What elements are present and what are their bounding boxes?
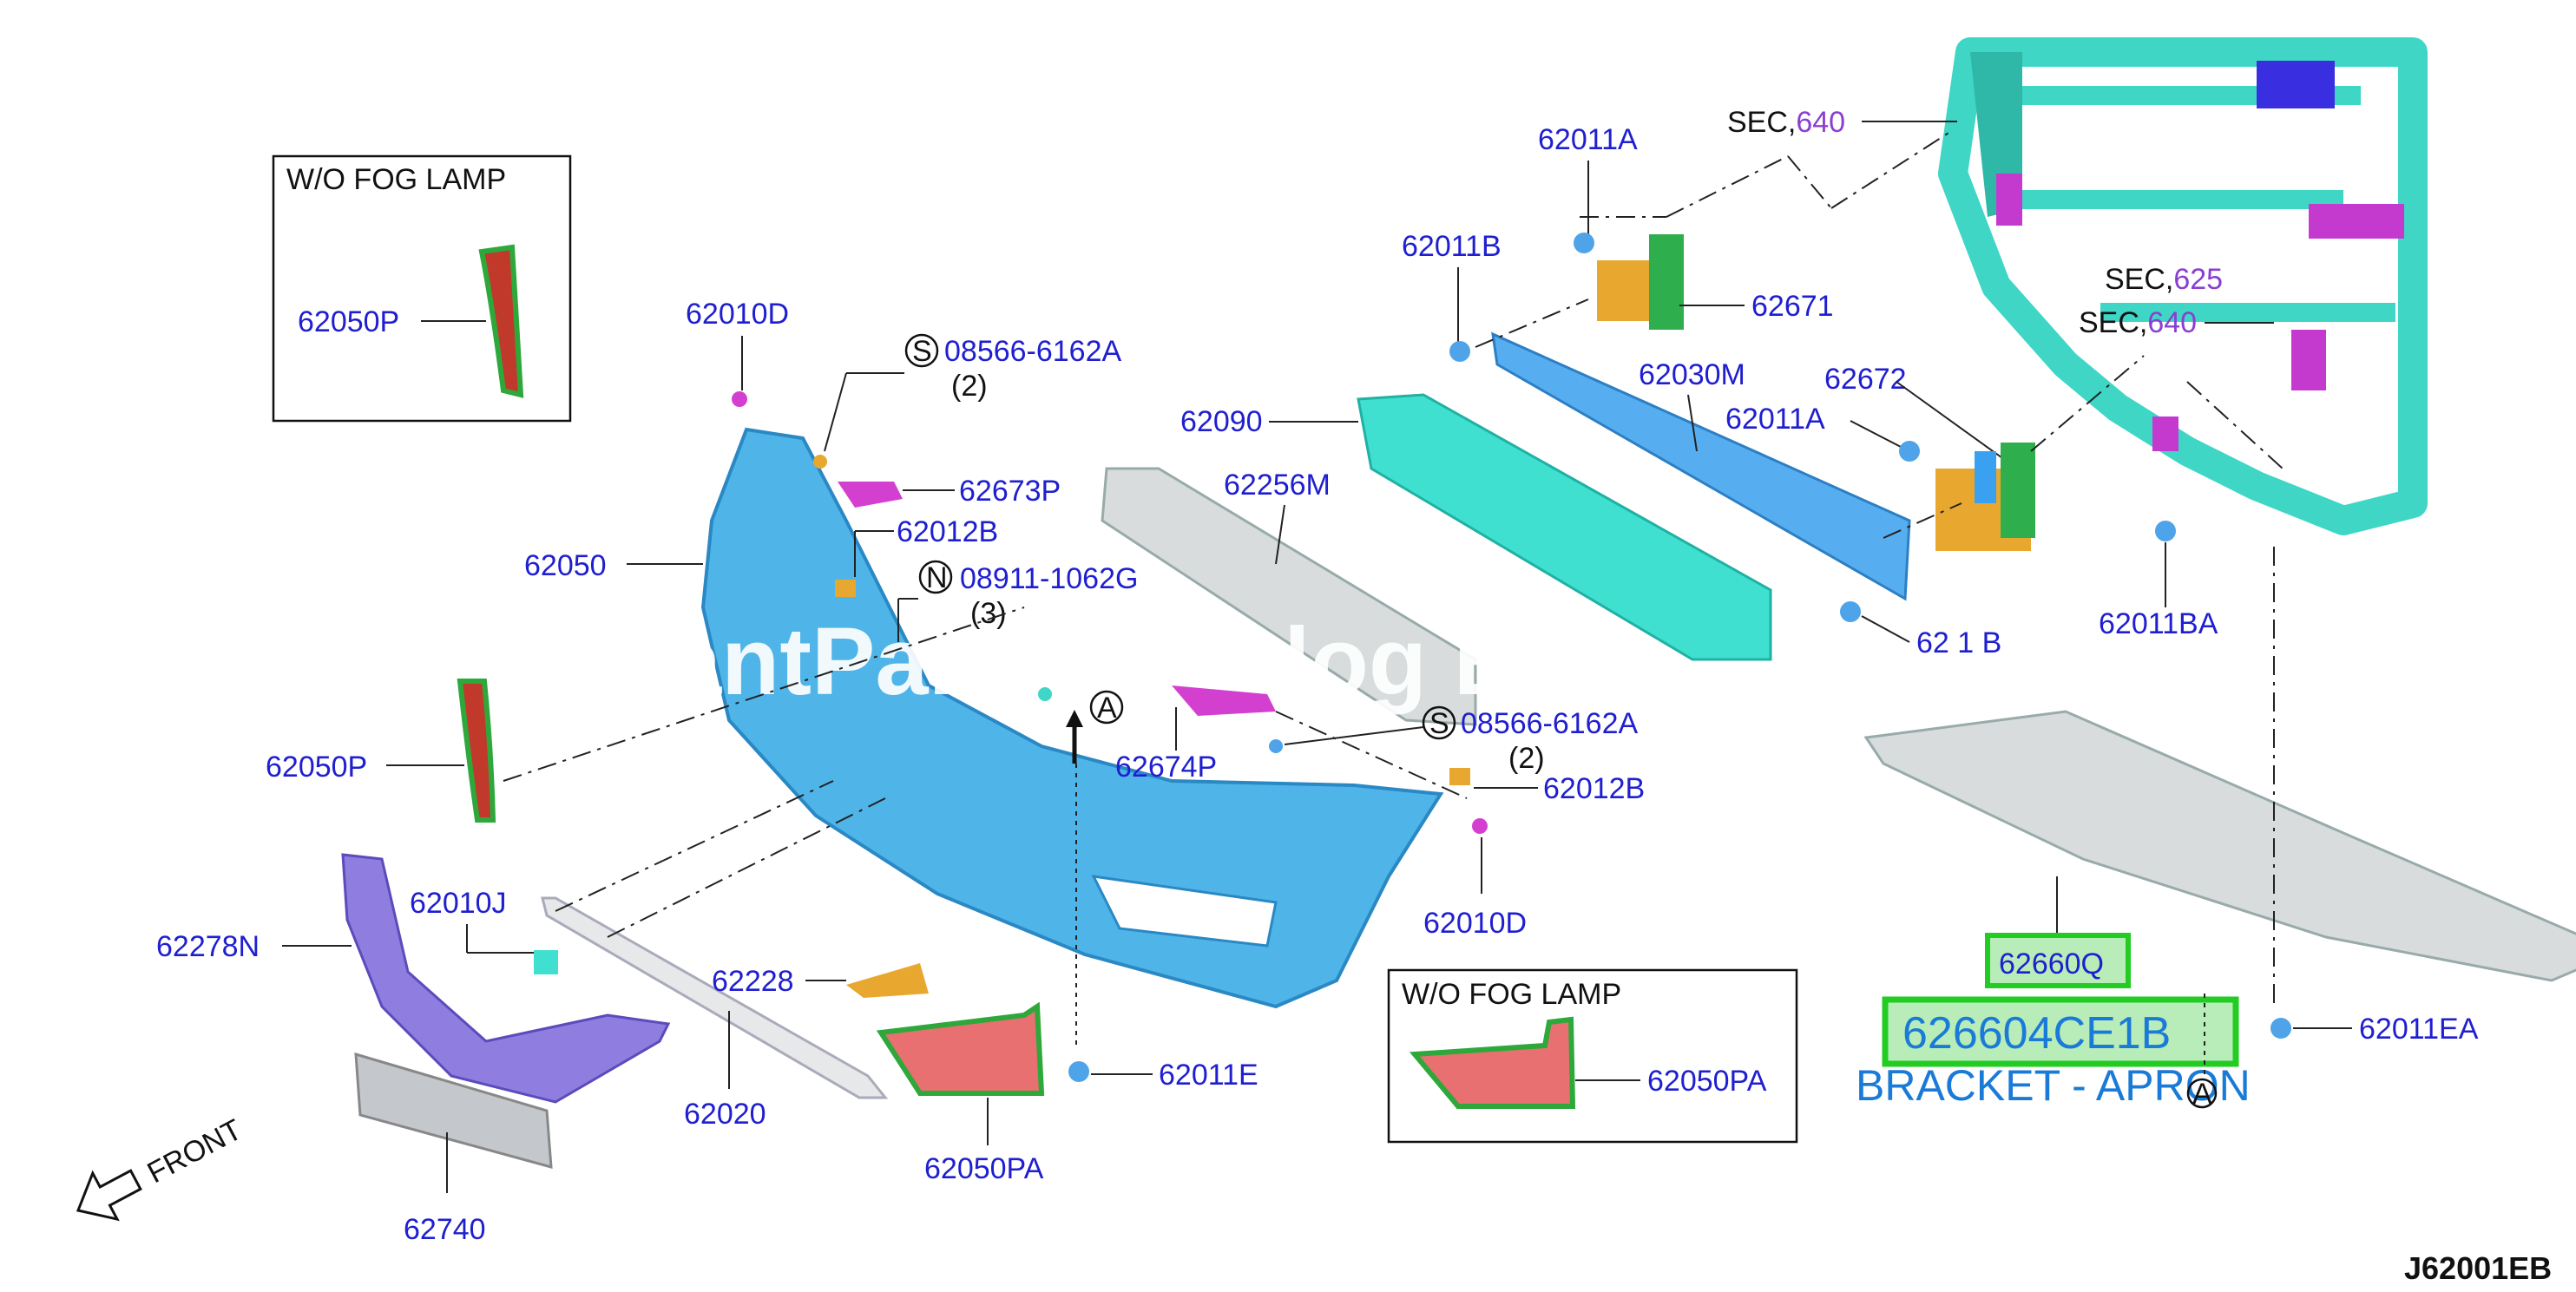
- bumper-fascia-62050: [700, 427, 1444, 1009]
- under-cover-62660Q: [1863, 710, 2576, 982]
- arrow-up-icon: [1066, 710, 1083, 727]
- label-62673P[interactable]: 62673P: [959, 475, 1061, 508]
- label-screw-top[interactable]: 08566-6162A: [944, 335, 1122, 368]
- svg-text:FRONT: FRONT: [142, 1113, 247, 1190]
- sec-ref-640-mid[interactable]: SEC,640: [2079, 306, 2197, 339]
- fog-cover-inset-left: [478, 244, 524, 398]
- fog-cover-inset-bottom: [1409, 1016, 1576, 1109]
- reference-circle-A-bottom: [2186, 1078, 2218, 1109]
- label-62671[interactable]: 62671: [1751, 290, 1834, 323]
- label-62011E[interactable]: 62011E: [1159, 1059, 1258, 1092]
- highlight-62660Q: [1985, 933, 2131, 988]
- label-62660Q[interactable]: 62660Q: [1999, 948, 2104, 980]
- label-62674P[interactable]: 62674P: [1115, 751, 1217, 784]
- circle-N: [918, 560, 953, 594]
- cover-62228: [846, 963, 929, 998]
- clip-near-arrow: [1038, 687, 1052, 701]
- label-62011A-top[interactable]: 62011A: [1538, 123, 1638, 156]
- front-direction-arrow: FRONT: [76, 1113, 247, 1222]
- big-part-number[interactable]: 626604CE1B: [1902, 1008, 2171, 1059]
- label-62050PA[interactable]: 62050PA: [924, 1152, 1044, 1185]
- reference-circle-A-top: [1089, 690, 1124, 725]
- label-62012B-mid[interactable]: 62012B: [1543, 772, 1645, 805]
- partial-label: 3/ 1 F: [1159, 646, 1234, 679]
- circle-S-top: [904, 333, 939, 368]
- label-62020[interactable]: 62020: [684, 1098, 766, 1131]
- label-screw-mid[interactable]: 08566-6162A: [1461, 707, 1639, 740]
- inset-title-bottom: W/O FOG LAMP: [1402, 978, 1621, 1011]
- label-62011EA[interactable]: 62011EA: [2359, 1013, 2479, 1046]
- bracket-62674P: [1172, 685, 1276, 716]
- radiator-core-support: [1938, 37, 2428, 535]
- sec-ref-625[interactable]: SEC,625: [2105, 263, 2223, 296]
- label-62011BA[interactable]: 62011BA: [2099, 607, 2218, 640]
- label-nut[interactable]: 08911-1062G: [960, 562, 1138, 595]
- inset-title-top-left: W/O FOG LAMP: [286, 163, 506, 196]
- clip-62011E: [1068, 1061, 1089, 1082]
- svg-text:S: S: [1429, 707, 1449, 740]
- svg-text:A: A: [2192, 1078, 2212, 1111]
- svg-text:A: A: [1097, 692, 1117, 725]
- screw-top: [813, 455, 827, 469]
- clip-62012B-top: [835, 580, 856, 597]
- label-62011B-mid[interactable]: 62 1 B: [1916, 626, 2001, 659]
- clip-62010D-mid: [1472, 818, 1488, 834]
- label-62010D-mid[interactable]: 62010D: [1423, 907, 1527, 940]
- clip-62011EA: [2270, 1018, 2291, 1039]
- bracket-62740: [354, 1052, 553, 1170]
- bolt-62011A-mid: [1899, 441, 1920, 462]
- label-62256M[interactable]: 62256M: [1224, 469, 1331, 502]
- label-62228[interactable]: 62228: [712, 965, 794, 998]
- grille-62278N: [341, 853, 671, 1104]
- label-62278N[interactable]: 62278N: [156, 930, 260, 963]
- label-62050[interactable]: 62050: [524, 549, 607, 582]
- label-62740[interactable]: 62740: [404, 1213, 486, 1246]
- clip-62011BA: [2155, 521, 2176, 541]
- qty-nut: (3): [970, 597, 1007, 630]
- bracket-62673P: [838, 482, 903, 508]
- label-62050P-inset[interactable]: 62050P: [298, 305, 399, 338]
- qty-screw-top: (2): [951, 370, 988, 403]
- clip-62011B-mid: [1840, 601, 1861, 622]
- inset-box-bottom: [1387, 968, 1798, 1144]
- svg-text:S: S: [912, 335, 932, 368]
- shield-62256M: [1101, 467, 1477, 726]
- molding-62020: [541, 896, 889, 1099]
- clip-62011B-top: [1449, 341, 1470, 362]
- clip-62010D-top: [732, 391, 747, 407]
- label-62030M[interactable]: 62030M: [1639, 358, 1745, 391]
- bolt-62011A-top: [1574, 233, 1594, 253]
- diagram-code: J62001EB: [2404, 1250, 2552, 1286]
- sec-ref-640-top[interactable]: SEC,640: [1727, 106, 1845, 139]
- label-62011A-mid[interactable]: 62011A: [1725, 403, 1825, 436]
- label-62050PA-inset[interactable]: 62050PA: [1647, 1065, 1767, 1098]
- reinforcement-62030M: [1491, 331, 1911, 601]
- bumper-fog-opening: [1091, 875, 1278, 948]
- fog-cover-62050PA: [876, 1001, 1045, 1096]
- inset-box-top-left: [272, 154, 572, 423]
- bracket-62671: [1597, 234, 1684, 330]
- screw-mid: [1269, 739, 1283, 753]
- qty-screw-mid: (2): [1508, 742, 1545, 775]
- label-62090[interactable]: 62090: [1180, 405, 1263, 438]
- watermark: antParts Catalog B: [668, 608, 1522, 715]
- label-62672[interactable]: 62672: [1824, 363, 1907, 396]
- label-62012B-top[interactable]: 62012B: [897, 515, 998, 548]
- fog-cover-62050P: [457, 679, 496, 823]
- absorber-62090: [1357, 393, 1772, 661]
- circle-S-mid: [1422, 705, 1456, 740]
- label-62050P[interactable]: 62050P: [266, 751, 367, 784]
- bracket-62672: [1935, 443, 2035, 551]
- part-description: BRACKET - APRON: [1856, 1061, 2251, 1110]
- clip-62012B-mid: [1449, 768, 1470, 785]
- highlight-626604CE1B: [1882, 996, 2239, 1067]
- label-62011B-top[interactable]: 62011B: [1402, 230, 1502, 263]
- label-62010D-top[interactable]: 62010D: [686, 298, 789, 331]
- svg-text:N: N: [926, 561, 948, 594]
- clip-62010J: [534, 950, 558, 974]
- label-62010J[interactable]: 62010J: [410, 887, 507, 920]
